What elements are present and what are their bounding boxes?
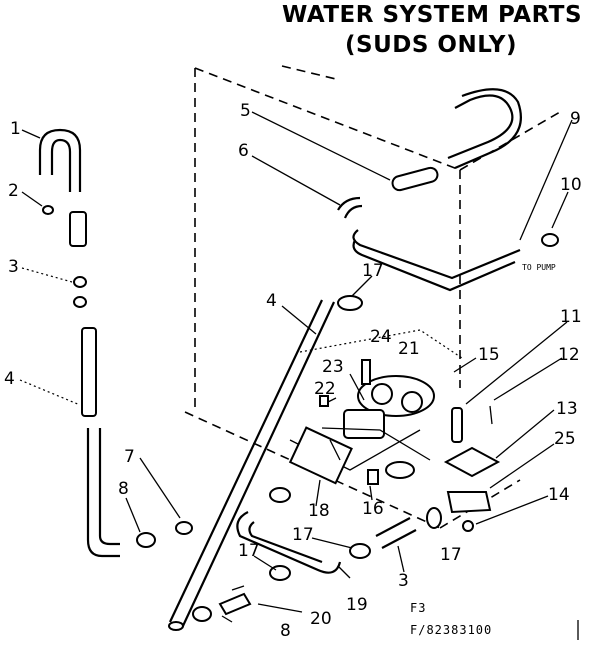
label-17-top: 17: [362, 261, 384, 281]
label-3: 3: [8, 257, 19, 277]
label-5: 5: [240, 101, 251, 121]
figure-code: F3: [410, 601, 426, 615]
label-17-mid: 17: [292, 525, 314, 545]
label-6: 6: [238, 141, 249, 161]
part-17-clamp-mid: [349, 543, 371, 559]
label-17-right: 17: [440, 545, 462, 565]
label-7: 7: [124, 447, 135, 467]
label-4-center: 4: [266, 291, 277, 311]
part-17-clamp-top: [337, 295, 363, 311]
leader-lines: [19, 111, 573, 623]
part-9-hose: [352, 88, 522, 292]
part-22-screw: [319, 395, 329, 407]
valve-bracket: [288, 329, 463, 485]
part-3-ring: [73, 276, 87, 308]
label-14: 14: [548, 485, 570, 505]
title-line-1: WATER SYSTEM PARTS: [282, 2, 582, 28]
label-19: 19: [346, 595, 368, 615]
part-14-screw: [462, 520, 474, 532]
part-code: F/82383100: [410, 623, 492, 637]
label-11: 11: [560, 307, 582, 327]
label-8-lower: 8: [280, 621, 291, 641]
label-2: 2: [8, 181, 19, 201]
title-line-2: (SUDS ONLY): [345, 32, 517, 58]
cabinet-outline: [184, 65, 561, 529]
label-21: 21: [398, 339, 420, 359]
label-22: 22: [314, 379, 336, 399]
label-15: 15: [478, 345, 500, 365]
part-19-hose: [236, 511, 342, 574]
part-16-screw: [367, 469, 379, 485]
part-10-clamp: [541, 233, 559, 247]
label-25: 25: [554, 429, 576, 449]
part-coupling: [69, 211, 87, 247]
part-17-clamp-left: [269, 487, 291, 503]
label-16: 16: [362, 499, 384, 519]
label-8-upper: 8: [118, 479, 129, 499]
label-9: 9: [570, 109, 581, 129]
label-4-left: 4: [4, 369, 15, 389]
part-13-bracket: [443, 446, 501, 478]
label-13: 13: [556, 399, 578, 419]
to-pump-label: TO PUMP: [522, 263, 556, 272]
label-17-low: 17: [238, 541, 260, 561]
part-7-screw: [175, 521, 193, 535]
part-11-tube: [451, 407, 463, 443]
label-18: 18: [308, 501, 330, 521]
part-20-fitting: [218, 585, 252, 616]
label-1: 1: [10, 119, 21, 139]
part-4-hose: [81, 327, 120, 558]
part-2-clip: [42, 205, 54, 215]
label-3-right: 3: [398, 571, 409, 591]
part-17-clamp-right: [426, 507, 442, 529]
label-12: 12: [558, 345, 580, 365]
part-1-j-tube: [38, 128, 82, 192]
part-5-tube: [391, 166, 439, 192]
part-24-screw: [361, 359, 371, 385]
label-20: 20: [310, 609, 332, 629]
part-6-elbow: [337, 196, 363, 219]
part-3-tube: [375, 517, 417, 549]
label-23: 23: [322, 357, 344, 377]
part-4-long-tube: [168, 299, 335, 631]
part-8-clamp-lower: [192, 606, 212, 622]
part-12-pin: [489, 405, 493, 425]
part-8-clamp: [136, 532, 156, 548]
label-10: 10: [560, 175, 582, 195]
part-25-valve: [446, 491, 492, 514]
label-24: 24: [370, 327, 392, 347]
